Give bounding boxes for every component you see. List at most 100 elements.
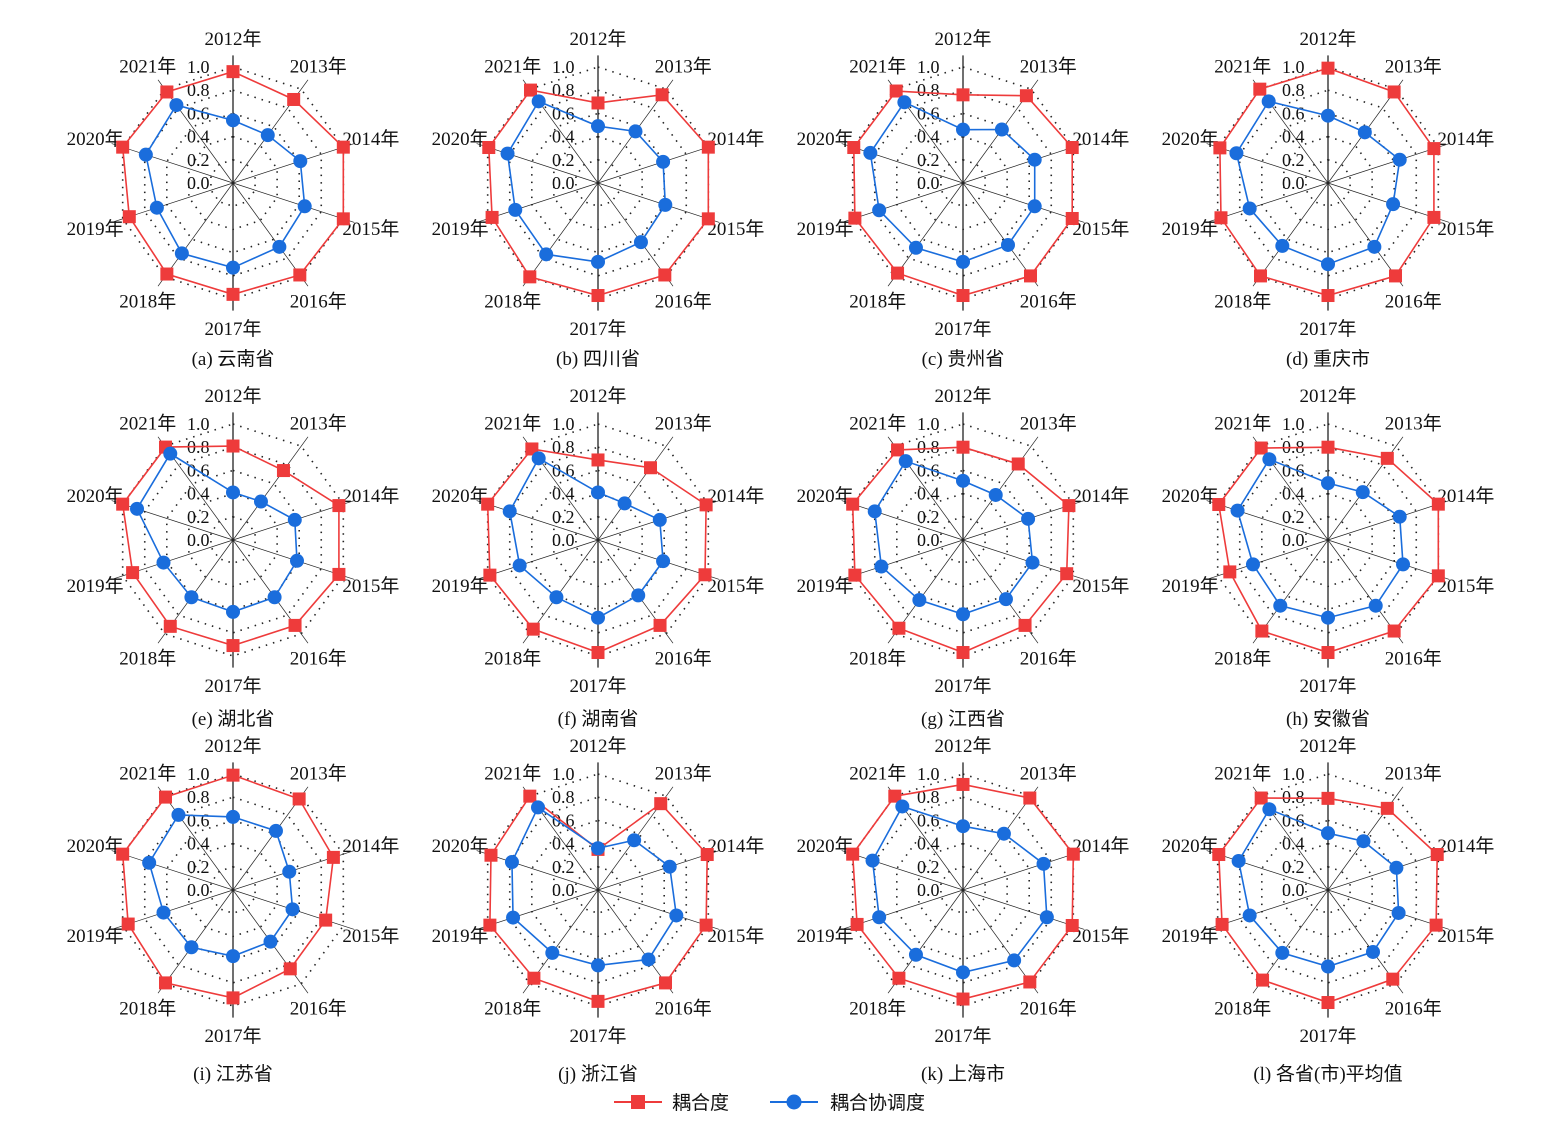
axis-label: 2012年 <box>569 28 626 50</box>
coupling-point <box>1213 141 1227 155</box>
tick-label: 0.2 <box>917 507 940 527</box>
coupling-point <box>591 289 605 303</box>
axis-label: 2013年 <box>1020 56 1077 78</box>
coordination-point <box>287 512 302 527</box>
radar-chart: 0.00.20.40.60.81.02012年2013年2014年2015年20… <box>67 385 400 730</box>
coupling-point <box>591 994 605 1008</box>
chart-caption: (l) 各省(市)平均值 <box>1253 1063 1402 1085</box>
axis-spoke <box>522 182 599 287</box>
radar-chart: 0.00.20.40.60.81.02012年2013年2014年2015年20… <box>1162 735 1495 1085</box>
axis-spoke <box>111 500 234 541</box>
coupling-point <box>523 83 537 97</box>
axis-label: 2021年 <box>849 56 906 78</box>
coupling-point <box>1223 565 1237 579</box>
coordination-point <box>226 113 240 128</box>
coordination-point <box>130 501 145 516</box>
coupling-point <box>1023 975 1037 989</box>
tick-label: 0.4 <box>1282 484 1305 504</box>
radar-chart: 0.00.20.40.60.81.02012年2013年2014年2015年20… <box>797 28 1130 370</box>
coupling-point <box>226 439 240 453</box>
coordination-point <box>956 122 970 137</box>
axis-label: 2015年 <box>707 575 764 597</box>
axis-label: 2016年 <box>1020 997 1077 1019</box>
chart-caption: (j) 浙江省 <box>558 1063 638 1085</box>
coupling-point <box>1321 996 1335 1010</box>
coordination-point <box>184 940 199 955</box>
tick-label: 0.8 <box>1282 80 1305 100</box>
coordination-point <box>1396 557 1411 572</box>
coupling-point <box>699 498 713 512</box>
coupling-point <box>482 141 496 155</box>
coordination-point <box>591 119 605 134</box>
coupling-point <box>1065 141 1079 155</box>
coupling-point <box>276 464 290 478</box>
coupling-point <box>1387 85 1401 99</box>
tick-label: 1.0 <box>917 414 940 434</box>
coupling-point <box>160 85 174 99</box>
tick-label: 1.0 <box>552 764 575 784</box>
axis-label: 2020年 <box>1162 128 1219 150</box>
coordination-point <box>1391 905 1406 920</box>
coordination-point <box>171 807 186 822</box>
axis-label: 2016年 <box>1385 290 1442 312</box>
tick-label: 0.2 <box>552 857 575 877</box>
coupling-point <box>644 461 658 475</box>
axis-label: 2019年 <box>432 218 489 240</box>
axis-label: 2020年 <box>432 128 489 150</box>
axis-spoke <box>962 143 1085 184</box>
coupling-point <box>956 992 970 1006</box>
axis-label: 2013年 <box>1020 413 1077 435</box>
coordination-point <box>226 949 240 964</box>
tick-label: 0.6 <box>552 103 575 123</box>
axis-spoke <box>597 889 674 994</box>
coupling-point <box>1256 973 1270 987</box>
coordination-point <box>656 554 671 569</box>
axis-label: 2019年 <box>432 925 489 947</box>
axis-spoke <box>962 182 1039 287</box>
coordination-series-line <box>136 452 298 613</box>
axis-label: 2012年 <box>569 385 626 407</box>
coupling-point <box>292 792 306 806</box>
tick-label: 0.4 <box>552 484 575 504</box>
coordination-point <box>994 122 1009 137</box>
coupling-point <box>1321 791 1335 805</box>
coordination-series-line <box>1235 100 1401 266</box>
axis-label: 2020年 <box>797 835 854 857</box>
coordination-point <box>1321 476 1335 491</box>
coordination-point <box>656 154 671 169</box>
coordination-point <box>531 451 546 466</box>
coupling-point <box>591 96 605 110</box>
chart-caption: (f) 湖南省 <box>558 708 639 730</box>
axis-label: 2021年 <box>119 763 176 785</box>
axis-label: 2017年 <box>569 675 626 697</box>
axis-label: 2019年 <box>67 218 124 240</box>
coordination-point <box>1321 959 1335 974</box>
axis-label: 2012年 <box>934 385 991 407</box>
coordination-point <box>156 905 171 920</box>
coupling-point <box>483 568 497 582</box>
coordination-point <box>272 239 287 254</box>
tick-label: 0.8 <box>917 80 940 100</box>
axis-spoke <box>476 500 599 541</box>
coordination-point <box>627 833 642 848</box>
coupling-point <box>1024 269 1038 283</box>
coupling-point <box>1214 211 1228 225</box>
tick-label: 1.0 <box>1282 414 1305 434</box>
axis-spoke <box>1206 850 1329 891</box>
coupling-point <box>163 619 177 633</box>
axis-spoke <box>841 500 964 541</box>
grid-ring <box>575 865 621 915</box>
coupling-point <box>288 618 302 632</box>
legend-coupling-label: 耦合度 <box>672 1092 729 1114</box>
coupling-point <box>700 848 714 862</box>
axis-label: 2012年 <box>1299 28 1356 50</box>
tick-label: 0.4 <box>917 484 940 504</box>
coordination-point <box>263 934 278 949</box>
coordination-point <box>1242 908 1257 923</box>
coupling-point <box>158 976 172 990</box>
axis-spoke <box>962 182 1085 223</box>
coupling-point <box>891 266 905 280</box>
coordination-point <box>1355 485 1370 500</box>
axis-label: 2014年 <box>707 835 764 857</box>
